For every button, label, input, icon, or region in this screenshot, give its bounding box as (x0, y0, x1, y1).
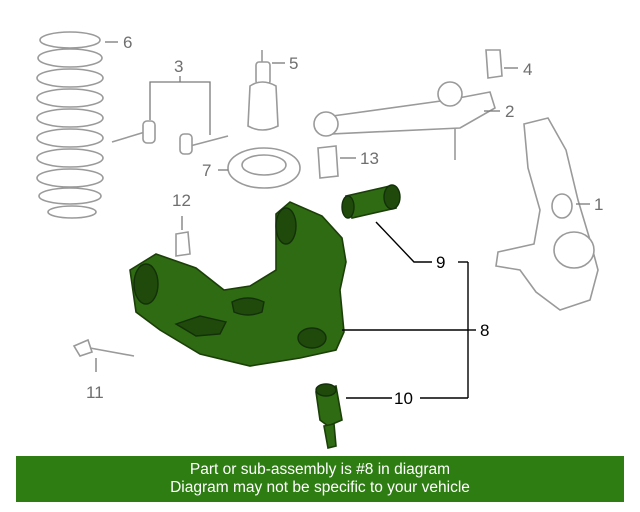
leader-9 (375, 221, 432, 263)
callout-8: 8 (480, 321, 489, 340)
bolts-part (111, 120, 229, 155)
bushing-small-part (485, 49, 503, 79)
callout-12: 12 (172, 191, 191, 210)
callout-6: 6 (123, 33, 132, 52)
callout-5: 5 (289, 54, 298, 73)
ball-joint-part (315, 383, 343, 449)
pivot-bolt-part (72, 338, 135, 357)
diagram-notice-banner: Part or sub-assembly is #8 in diagram Di… (16, 456, 624, 502)
callout-11: 11 (86, 383, 104, 402)
upper-control-arm-part (313, 81, 496, 160)
clip-part (175, 231, 191, 257)
callout-10: 10 (394, 389, 413, 408)
banner-line-1: Part or sub-assembly is #8 in diagram (189, 461, 451, 478)
callout-3: 3 (174, 57, 183, 76)
bump-stop-part (317, 145, 339, 179)
callout-13: 13 (360, 149, 379, 168)
coil-spring-part (36, 31, 104, 219)
spring-insulator-part (227, 147, 301, 189)
callout-4: 4 (523, 60, 532, 79)
shock-mount-part (247, 50, 279, 131)
callout-2: 2 (505, 102, 514, 121)
lower-control-arm-part (129, 201, 347, 367)
banner-line-2: Diagram may not be specific to your vehi… (170, 479, 470, 496)
knuckle-part (495, 117, 599, 311)
callout-9: 9 (436, 253, 445, 272)
bushing-part (341, 184, 401, 219)
callout-7: 7 (202, 161, 211, 180)
leader-3 (149, 81, 211, 135)
callout-1: 1 (594, 195, 603, 214)
